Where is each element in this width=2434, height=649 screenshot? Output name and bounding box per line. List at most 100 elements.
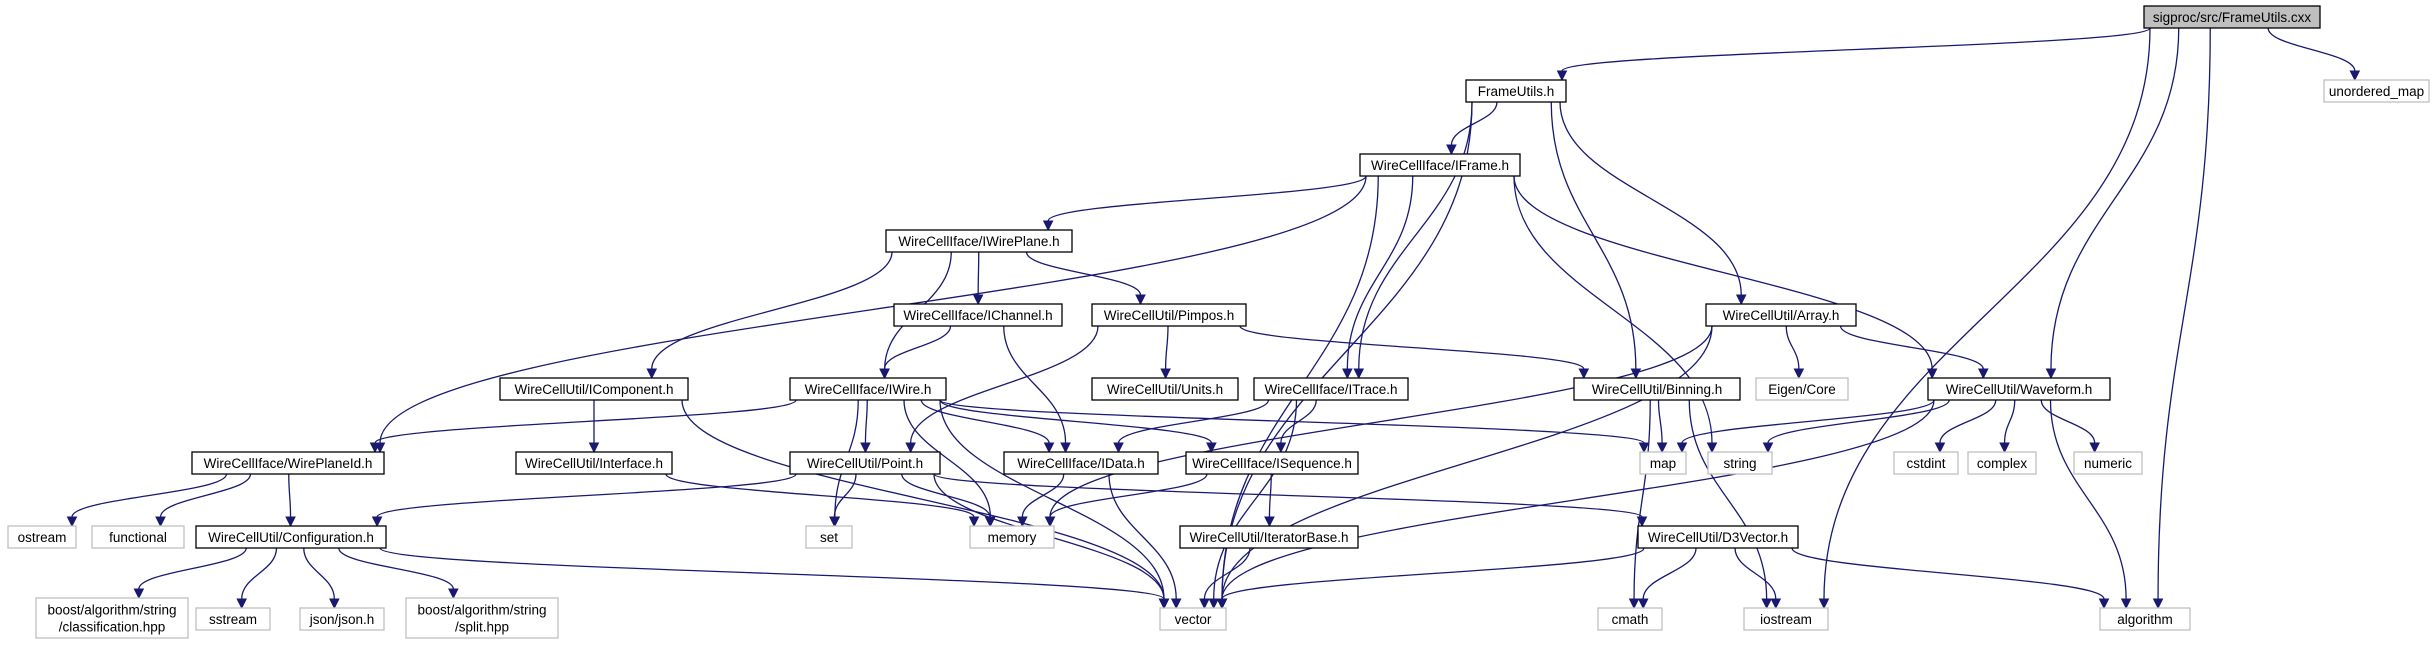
edge-line xyxy=(1213,399,1298,600)
edge-line xyxy=(681,399,1165,600)
edge-interface-to-memory xyxy=(665,473,980,528)
edge-line xyxy=(241,547,278,600)
node-label: WireCellUtil/Units.h xyxy=(1107,382,1223,397)
node-icomponent[interactable]: WireCellUtil/IComponent.h xyxy=(499,377,689,401)
node-frameutils-h[interactable]: FrameUtils.h xyxy=(1465,79,1567,103)
arrowhead xyxy=(1043,442,1055,454)
node-waveform[interactable]: WireCellUtil/Waveform.h xyxy=(1927,377,2111,401)
arrowhead xyxy=(1160,368,1171,380)
edge-root-to-frameutils_h xyxy=(1556,27,2151,82)
arrowhead xyxy=(1170,598,1182,610)
node-iframe[interactable]: WireCellIface/IFrame.h xyxy=(1359,153,1521,177)
node-box xyxy=(515,451,673,475)
node-iteratorbase[interactable]: WireCellUtil/IteratorBase.h xyxy=(1179,525,1359,549)
node-box xyxy=(789,451,941,475)
arrowhead xyxy=(1446,144,1457,156)
edge-iframe-to-itrace xyxy=(1342,175,1414,380)
arrowhead xyxy=(1656,442,1668,454)
node-string: string xyxy=(1707,451,1773,475)
node-idata[interactable]: WireCellIface/IData.h xyxy=(1003,451,1159,475)
edge-point-to-d3vector xyxy=(933,473,1648,528)
edge-line xyxy=(1561,27,2151,72)
arrowhead xyxy=(905,442,916,454)
node-label: json/json.h xyxy=(309,612,375,627)
arrowhead xyxy=(1735,294,1747,306)
node-label: map xyxy=(1650,456,1676,471)
node-point[interactable]: WireCellUtil/Point.h xyxy=(789,451,941,475)
edge-line xyxy=(883,325,952,370)
edge-line xyxy=(933,473,1643,518)
arrowhead xyxy=(879,368,890,380)
node-label: complex xyxy=(1977,456,2028,471)
node-box xyxy=(893,303,1063,327)
node-label: /classification.hpp xyxy=(59,620,166,635)
node-label: WireCellIface/ISequence.h xyxy=(1192,456,1352,471)
node-array[interactable]: WireCellUtil/Array.h xyxy=(1705,303,1857,327)
edge-line xyxy=(1164,325,1169,370)
node-label: cstdint xyxy=(1906,456,1945,471)
arrowhead xyxy=(1060,442,1071,454)
node-box xyxy=(1893,451,1959,475)
edge-line xyxy=(1939,399,1997,444)
node-itrace[interactable]: WireCellIface/ITrace.h xyxy=(1253,377,1409,401)
edge-iwire-to-wireplaneid xyxy=(369,399,797,454)
arrowhead xyxy=(1977,368,1989,380)
edge-array-to-eigen xyxy=(1785,325,1805,380)
arrowhead xyxy=(2089,442,2100,454)
edge-line xyxy=(2049,399,2127,600)
node-d3vector[interactable]: WireCellUtil/D3Vector.h xyxy=(1637,525,1799,549)
edge-iframe-to-waveform xyxy=(1513,175,1938,380)
arrowhead xyxy=(1762,442,1774,454)
edge-waveform-to-algorithm xyxy=(2049,399,2132,610)
edge-line xyxy=(1642,547,1697,600)
node-ostream: ostream xyxy=(7,525,77,549)
node-ichannel[interactable]: WireCellIface/IChannel.h xyxy=(893,303,1063,327)
edge-line xyxy=(1346,175,1414,370)
edge-line xyxy=(1049,325,1713,518)
arrowhead xyxy=(1208,598,1220,610)
edge-line xyxy=(288,473,292,518)
node-label: WireCellUtil/Point.h xyxy=(807,456,923,471)
arrowhead xyxy=(1158,598,1170,610)
node-pimpos[interactable]: WireCellUtil/Pimpos.h xyxy=(1091,303,1247,327)
node-set: set xyxy=(805,525,853,549)
node-box xyxy=(1637,525,1799,549)
edge-d3vector-to-cmath xyxy=(1637,547,1697,610)
edge-icomponent-to-interface xyxy=(588,400,600,454)
arrowhead xyxy=(155,516,166,528)
node-root[interactable]: sigproc/src/FrameUtils.cxx xyxy=(2143,5,2321,29)
node-iwire[interactable]: WireCellIface/IWire.h xyxy=(789,377,947,401)
node-box xyxy=(299,607,385,631)
arrowhead xyxy=(369,442,381,454)
edge-root-to-unordered_map xyxy=(2267,27,2361,82)
node-box xyxy=(405,597,559,639)
node-label: WireCellUtil/IComponent.h xyxy=(514,382,673,397)
node-label: boost/algorithm/string xyxy=(417,603,546,618)
node-isequence[interactable]: WireCellIface/ISequence.h xyxy=(1185,451,1359,475)
node-wireplaneid[interactable]: WireCellIface/WirePlaneId.h xyxy=(191,451,385,475)
node-box xyxy=(2143,5,2321,29)
arrowhead xyxy=(1706,442,1718,454)
node-iwireplane[interactable]: WireCellIface/IWirePlane.h xyxy=(885,229,1073,253)
node-label: iostream xyxy=(1760,612,1812,627)
edge-pimpos-to-point xyxy=(905,325,1099,454)
edge-configuration-to-sstream xyxy=(236,547,278,610)
arrowhead xyxy=(1264,516,1275,528)
edge-line xyxy=(1021,473,1065,518)
arrowhead xyxy=(1578,368,1590,380)
node-label: WireCellIface/IWire.h xyxy=(805,382,932,397)
node-interface[interactable]: WireCellUtil/Interface.h xyxy=(515,451,673,475)
edge-waveform-to-vector xyxy=(1216,399,1935,610)
edge-root-to-waveform xyxy=(2045,27,2180,380)
edge-line xyxy=(939,399,1213,444)
node-units[interactable]: WireCellUtil/Units.h xyxy=(1091,377,1239,401)
edge-root-to-iostream xyxy=(1818,27,2151,610)
edge-line xyxy=(1559,101,1742,296)
node-functional: functional xyxy=(91,525,185,549)
node-box xyxy=(7,525,77,549)
arrowhead xyxy=(2349,70,2361,82)
node-binning[interactable]: WireCellUtil/Binning.h xyxy=(1573,377,1741,401)
node-configuration[interactable]: WireCellUtil/Configuration.h xyxy=(195,525,387,549)
node-memory: memory xyxy=(969,525,1055,549)
